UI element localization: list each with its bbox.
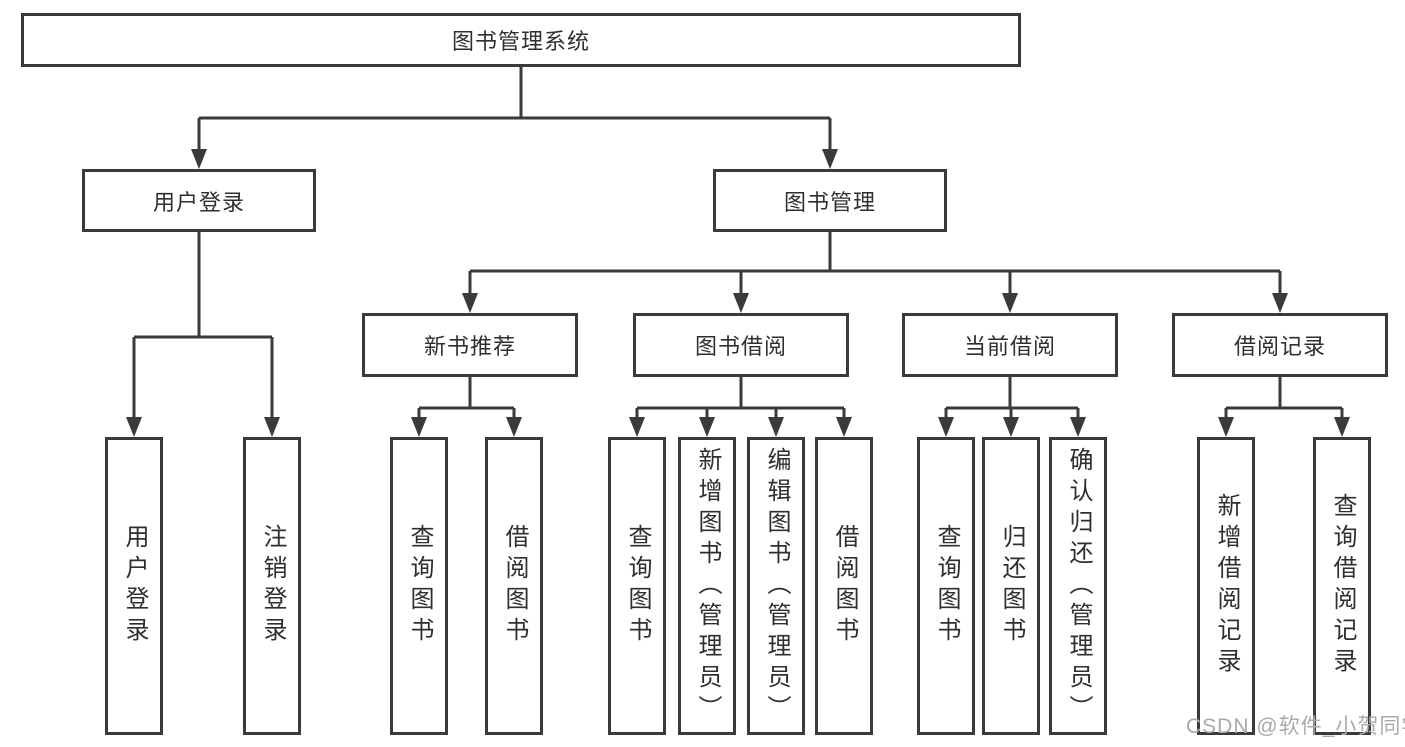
leaf-confirm-return-admin: 确认归还（管理员） xyxy=(1049,437,1107,735)
leaf-add-book-admin: 新增图书（管理员） xyxy=(678,437,736,735)
leaf-edit-book-admin: 编辑图书（管理员） xyxy=(747,437,805,735)
leaf-return-book: 归还图书 xyxy=(982,437,1040,735)
node-book-management: 图书管理 xyxy=(713,169,947,232)
leaf-user-login: 用户登录 xyxy=(105,437,163,735)
leaf-query-books-current: 查询图书 xyxy=(917,437,975,735)
leaf-borrow-books-recommend: 借阅图书 xyxy=(485,437,543,735)
node-current-borrow: 当前借阅 xyxy=(902,313,1118,377)
leaf-add-borrow-record: 新增借阅记录 xyxy=(1197,437,1255,735)
leaf-query-borrow-record: 查询借阅记录 xyxy=(1313,437,1371,735)
csdn-watermark: CSDN @软件_小贺同学 xyxy=(1186,715,1405,738)
leaf-query-books-borrow: 查询图书 xyxy=(608,437,666,735)
arrowheads xyxy=(126,149,1350,437)
node-new-book-recommend: 新书推荐 xyxy=(362,313,578,377)
node-borrow-records: 借阅记录 xyxy=(1172,313,1388,377)
leaf-logout: 注销登录 xyxy=(243,437,301,735)
node-root: 图书管理系统 xyxy=(21,13,1021,67)
node-book-borrow: 图书借阅 xyxy=(633,313,849,377)
node-user-login: 用户登录 xyxy=(82,169,316,232)
leaf-borrow-books: 借阅图书 xyxy=(815,437,873,735)
leaf-query-books-recommend: 查询图书 xyxy=(390,437,448,735)
